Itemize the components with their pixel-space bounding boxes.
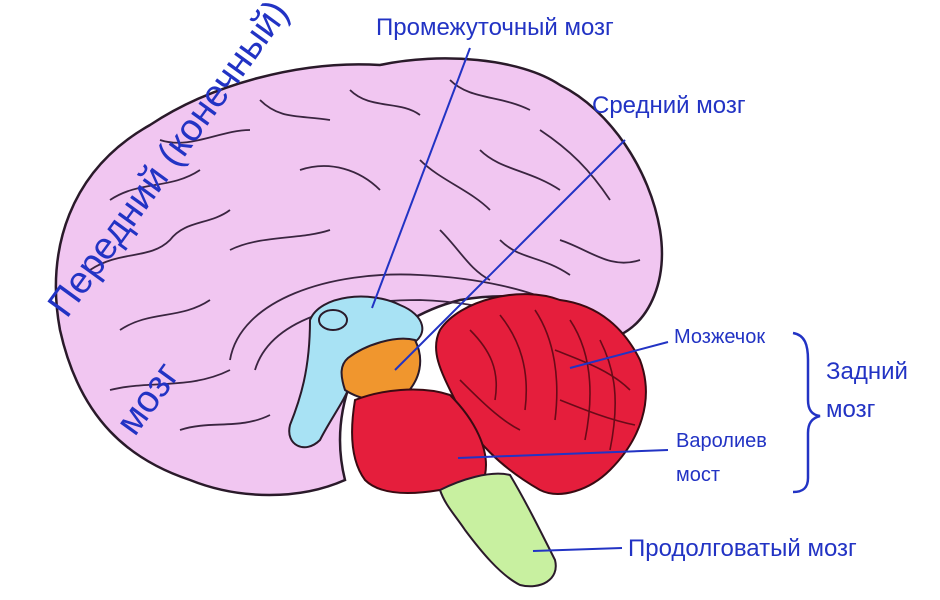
leader-lines <box>371 47 669 552</box>
label-midbrain: Средний мозг <box>592 92 746 119</box>
label-diencephalon: Промежуточный мозг <box>376 14 614 41</box>
leader-midbrain <box>394 139 626 371</box>
label-pons-line1: Варолиев <box>676 430 767 452</box>
leader-cerebellum <box>569 341 669 369</box>
thalamus-detail <box>318 309 348 331</box>
label-hindbrain-line2: мозг <box>826 396 876 423</box>
label-pons-line2: мост <box>676 464 721 486</box>
cerebellum-folia <box>459 309 636 451</box>
label-cerebellum: Мозжечок <box>674 326 766 348</box>
medulla-region <box>438 472 557 588</box>
label-medulla: Продолговатый мозг <box>628 535 857 562</box>
leader-pons <box>457 449 669 459</box>
hindbrain-bracket <box>792 331 821 494</box>
leader-medulla <box>532 547 623 552</box>
leader-diencephalon <box>371 47 471 309</box>
label-hindbrain-line1: Задний <box>826 358 908 385</box>
gyri-lines <box>89 79 641 431</box>
